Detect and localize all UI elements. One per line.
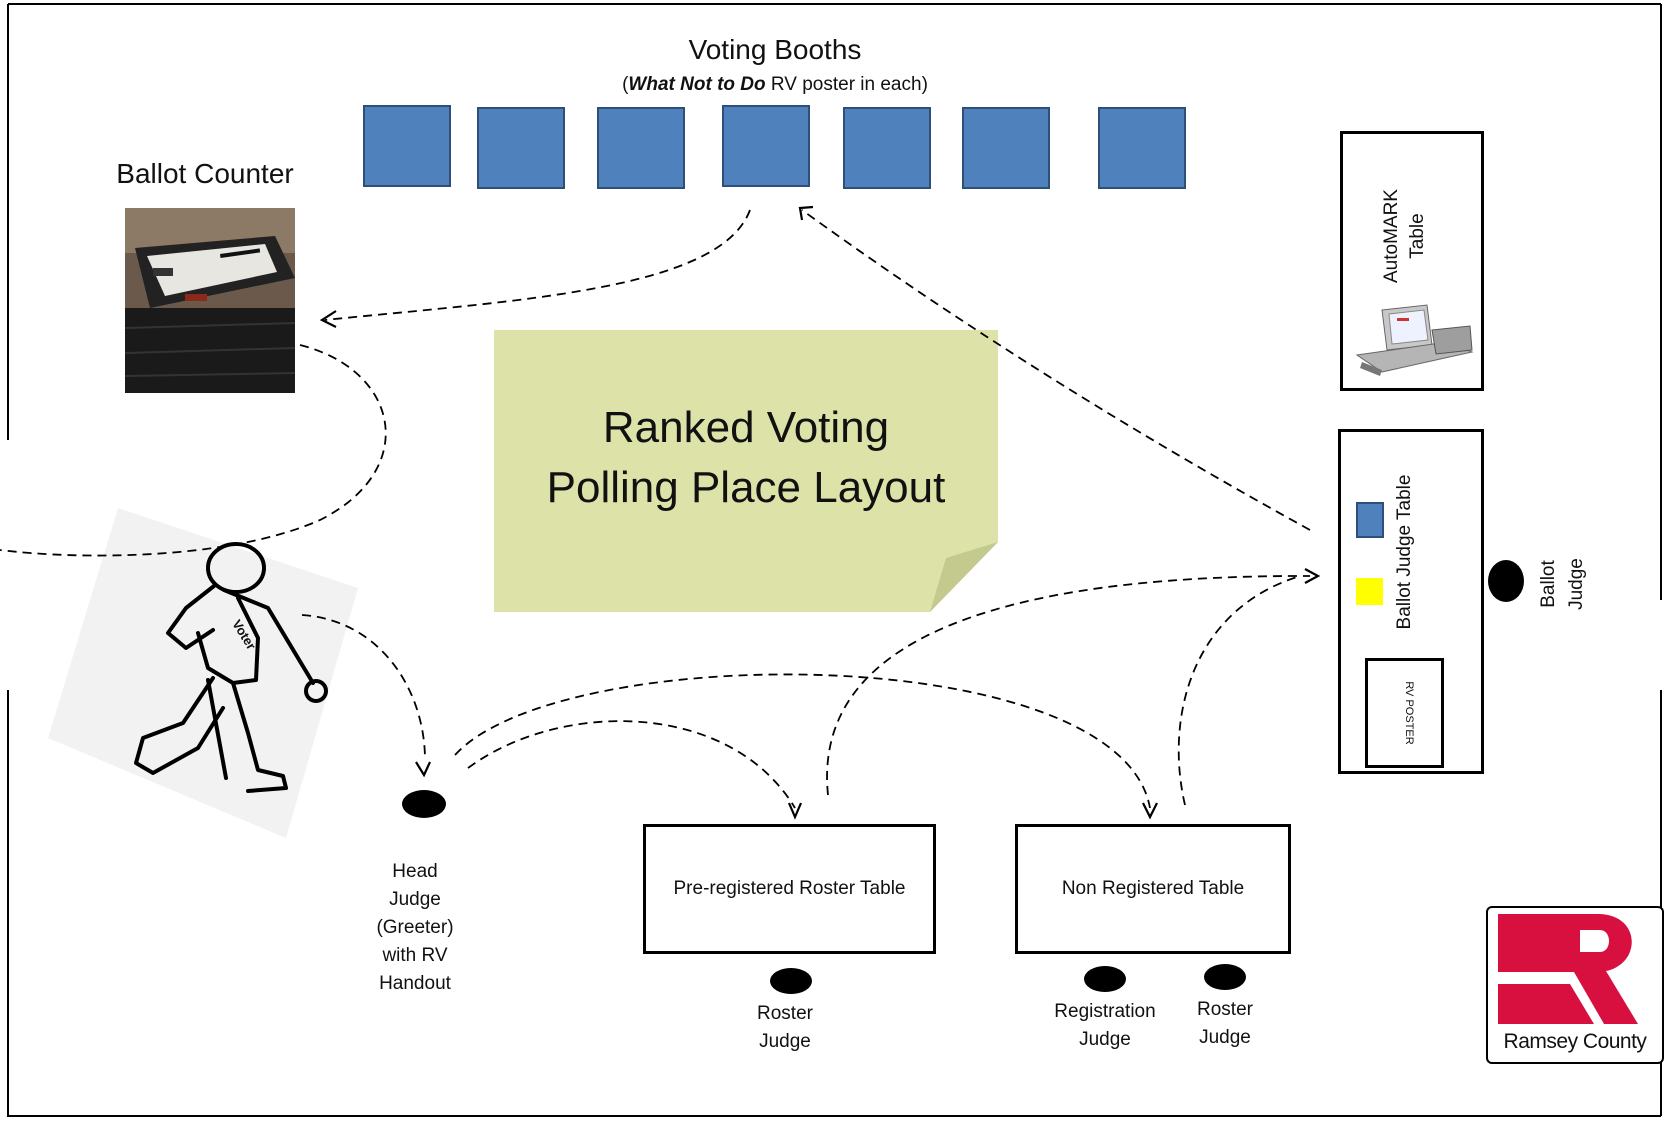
voting-booth: [722, 105, 810, 187]
voting-booths-subtitle: (What Not to Do RV poster in each): [622, 74, 928, 95]
voter-figure: [48, 508, 358, 838]
rv-poster: [1365, 658, 1444, 768]
ballot-judge-seat: [1488, 560, 1524, 602]
ballot-counter-label: Ballot Counter: [116, 158, 294, 189]
voting-booth: [363, 105, 451, 187]
roster-judge-seat: [770, 968, 812, 994]
voting-booths-title: Voting Booths: [688, 34, 862, 65]
non-registered-table: Non Registered Table: [1015, 824, 1291, 954]
ballot-counter-photo: [125, 208, 295, 393]
yellow-ballot-marker: [1356, 578, 1383, 605]
registration-judge-seat: [1084, 966, 1126, 992]
ramsey-county-logo: Ramsey County: [1486, 906, 1664, 1064]
registration-judge-label: Registration Judge: [1054, 1001, 1156, 1050]
head-judge-seat: [402, 790, 446, 818]
voting-booth: [477, 107, 565, 189]
roster-judge-2-label: Roster Judge: [1197, 999, 1253, 1048]
pre-registered-roster-table: Pre-registered Roster Table: [643, 824, 936, 954]
ramsey-county-logo-text: Ramsey County: [1503, 1030, 1647, 1053]
automark-machine-photo: [1352, 300, 1474, 378]
voting-booth: [1098, 107, 1186, 189]
roster-judge-seat: [1204, 964, 1246, 990]
voting-booth: [962, 107, 1050, 189]
title-sticky-note: [494, 330, 998, 612]
voting-booth: [843, 107, 931, 189]
roster-judge-label: Roster Judge: [757, 1003, 813, 1052]
blue-ballot-marker: [1356, 502, 1384, 538]
diagram-title: Ranked Voting Polling Place Layout: [546, 403, 946, 512]
head-judge-label: Head Judge (Greeter) with RV Handout: [376, 861, 454, 994]
ramsey-county-logo-mark: [1498, 914, 1638, 1024]
voting-booth: [597, 107, 685, 189]
